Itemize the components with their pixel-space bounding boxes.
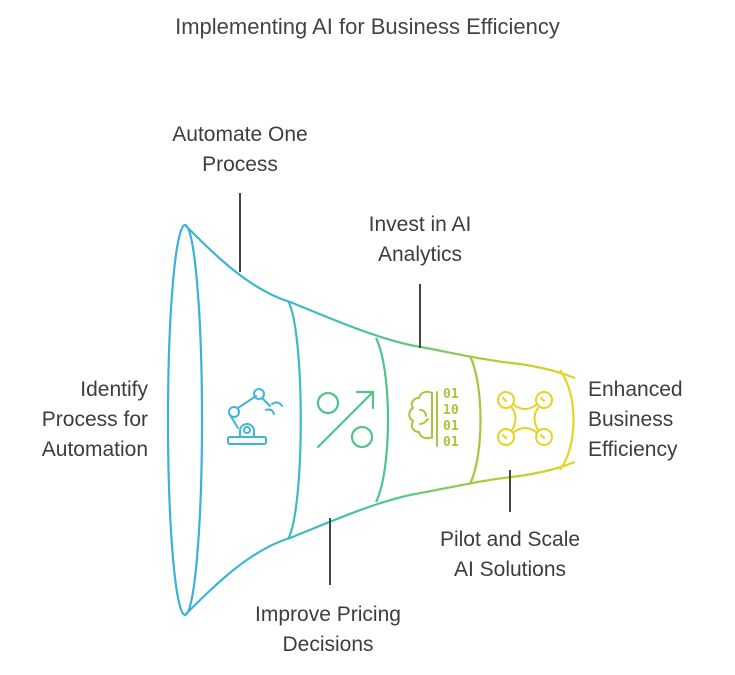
label-line: Efficiency xyxy=(588,438,678,461)
funnel-top-edge xyxy=(184,224,576,380)
funnel-bottom-edge xyxy=(184,460,576,616)
label-line: Business xyxy=(588,408,674,431)
label-line: Enhanced xyxy=(588,378,683,401)
label-line: Automation xyxy=(41,438,148,461)
label-line: AI Solutions xyxy=(453,558,567,581)
funnel-mouth xyxy=(166,223,204,617)
label-enhanced-efficiency: Enhanced Business Efficiency xyxy=(588,375,728,465)
brain-binary-icon xyxy=(408,390,438,447)
binary-digits: 01 10 01 01 xyxy=(443,387,459,450)
label-automate-one-process: Automate One Process xyxy=(150,120,330,180)
label-improve-pricing: Improve Pricing Decisions xyxy=(228,600,428,660)
label-line: Identify xyxy=(80,378,148,401)
label-pilot-scale: Pilot and Scale AI Solutions xyxy=(410,525,610,585)
binary-digit: 10 xyxy=(443,403,459,418)
label-line: Process xyxy=(202,153,278,176)
label-identify-process: Identify Process for Automation xyxy=(8,375,148,465)
label-line: Invest in AI xyxy=(368,213,472,236)
label-line: Decisions xyxy=(282,633,374,656)
label-line: Pilot and Scale xyxy=(439,528,581,551)
label-line: Automate One xyxy=(172,123,308,146)
diagram-title: Implementing AI for Business Efficiency xyxy=(175,14,560,39)
label-line: Improve Pricing xyxy=(255,603,401,626)
label-line: Process for xyxy=(41,408,148,431)
binary-digit: 01 xyxy=(443,435,459,450)
robot-arm-icon xyxy=(227,388,283,445)
binary-digit: 01 xyxy=(443,387,459,402)
segment-divider-1 xyxy=(287,300,302,540)
percent-icon xyxy=(316,390,375,449)
segment-divider-3 xyxy=(469,355,482,485)
funnel-end xyxy=(559,369,575,471)
drone-icon xyxy=(497,391,553,446)
segment-divider-2 xyxy=(375,337,390,503)
label-line: Analytics xyxy=(377,243,463,266)
binary-digit: 01 xyxy=(443,419,459,434)
label-invest-ai-analytics: Invest in AI Analytics xyxy=(335,210,505,270)
